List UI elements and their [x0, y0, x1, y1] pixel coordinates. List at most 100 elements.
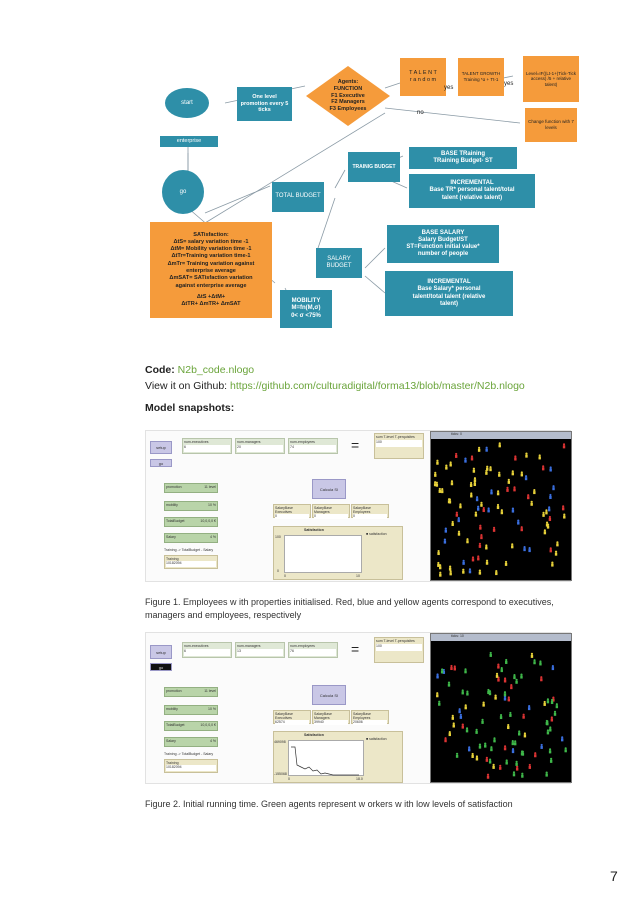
go-button[interactable]: go [150, 459, 172, 467]
change-function-label: Change function with 7 levels [528, 119, 574, 130]
level-box: Level=IF((Lt-1+(Tick-Tick access) /5 + r… [523, 56, 579, 102]
satisfaction-line: ΔmTr= Training variation against [167, 260, 255, 267]
calcula-label: Calcula SI [319, 692, 339, 698]
agent-person [478, 743, 482, 749]
talent-random-line: T A L E N T [409, 70, 437, 77]
agent-person [548, 515, 552, 522]
agent-person [498, 442, 501, 448]
sum-monitor-value: 100 [376, 644, 422, 651]
sum-monitor-label: sum T-level T-perquisites [376, 639, 415, 643]
salary-monitor-label: SalaryBase Executives [275, 712, 293, 720]
agent-person [534, 752, 537, 758]
slider[interactable]: promotion 11 level [164, 483, 218, 493]
satisfaction-line: ΔtTr=Training variation time-1 [171, 253, 251, 260]
num-executives-input[interactable]: num-executives 6 [182, 642, 232, 658]
training-monitor: Training 10182094 [164, 759, 218, 773]
plot-area [284, 535, 362, 573]
github-label: View it on Github: [145, 380, 228, 392]
agent-person [467, 746, 471, 752]
agent-person [452, 722, 455, 728]
agent-person [485, 469, 488, 475]
incremental-training-line: Base TR* personal talent/total [429, 187, 515, 194]
training-note: Training -> TotalBudget - Salary [164, 752, 214, 756]
go-node: go [162, 170, 204, 214]
plot-xmin: 0 [284, 574, 286, 578]
plot-title: Satisfaction [304, 733, 324, 737]
agent-person [555, 703, 559, 709]
setup-button[interactable]: setup [150, 441, 172, 454]
world-view[interactable]: ticks: 10 [430, 633, 572, 783]
agent-person [507, 723, 510, 730]
base-salary-line: ST=Function initial value* [406, 244, 480, 250]
agent-person [495, 569, 498, 576]
agent-person [550, 716, 554, 722]
num-executives-input[interactable]: num-executives 6 [182, 438, 232, 454]
mobility-box: MOBILITY M=fn(M,σ) 0< σ <75% [280, 290, 332, 328]
slider[interactable]: TotalBudget 10,0,0,0 € [164, 517, 218, 527]
agent-person [464, 457, 467, 463]
agents-line: F3 Employees [329, 106, 367, 113]
code-file-link[interactable]: N2b_code.nlogo [177, 364, 255, 376]
slider[interactable]: mobility 10 % [164, 501, 218, 511]
incremental-training-box: INCREMENTAL Base TR* personal talent/tot… [409, 174, 535, 208]
salary-monitor-value: 39940 [314, 720, 348, 725]
agent-person [455, 752, 459, 758]
agent-person [556, 541, 559, 547]
num-employees-input[interactable]: num-employees 76 [288, 642, 338, 658]
agent-person [476, 505, 480, 511]
world-view[interactable]: ticks: 0 [430, 431, 572, 581]
agent-person [454, 452, 458, 458]
satisfaction-line: ΔmSAT= SATisfaction variation [169, 275, 253, 282]
training-budget-box: TRAINIG BUDGET [348, 152, 400, 182]
agent-person [478, 569, 482, 575]
github-link[interactable]: https://github.com/culturadigital/forma1… [230, 380, 525, 392]
input-label: num-employees [290, 644, 315, 648]
slider[interactable]: mobility 10 % [164, 705, 218, 715]
agent-person [494, 694, 497, 700]
agent-person [548, 748, 552, 754]
agent-person [448, 730, 451, 737]
agent-person [475, 728, 478, 734]
agent-person [546, 523, 550, 529]
netlogo-snapshot-2: setup go num-executives 6 num-managers 1… [145, 632, 572, 784]
slider[interactable]: Salary 4 % [164, 533, 218, 543]
agent-person [462, 559, 465, 565]
agent-person [543, 700, 546, 706]
incremental-training-line: talent (relative talent) [441, 194, 503, 201]
agent-person [498, 471, 501, 477]
agent-person [515, 765, 519, 771]
slider[interactable]: promotion 11 level [164, 687, 218, 697]
agent-person [505, 759, 508, 765]
agent-person [530, 500, 533, 506]
num-employees-input[interactable]: num-employees 74 [288, 438, 338, 454]
agent-person [457, 517, 460, 523]
setup-button[interactable]: setup [150, 645, 172, 659]
go-button[interactable]: go [150, 663, 172, 671]
training-note: Training -> TotalBudget - Salary [164, 548, 214, 552]
salary-budget-box: SALARY BUDGET [316, 248, 362, 278]
slider[interactable]: Salary 4 % [164, 737, 218, 747]
agent-person [477, 555, 480, 561]
agent-person [550, 698, 554, 705]
num-managers-input[interactable]: num-managers 20 [235, 438, 285, 454]
no-label: no [417, 110, 424, 116]
agent-person [511, 507, 515, 513]
go-button-label: go [158, 664, 164, 670]
salary-monitor-value: 62574 [275, 720, 309, 725]
agent-person [482, 701, 485, 707]
agent-person [543, 529, 547, 535]
satisfaction-line: against enterprise average [175, 282, 247, 289]
change-function-box: Change function with 7 levels [525, 108, 577, 142]
plot-xmin: 0 [288, 777, 290, 781]
slider-label: TotalBudget [166, 723, 185, 727]
agent-person [549, 547, 552, 553]
num-managers-input[interactable]: num-managers 13 [235, 642, 285, 658]
slider[interactable]: TotalBudget 10,0,0,0 € [164, 721, 218, 731]
agent-person [552, 485, 555, 491]
calcula-label: Calcula SI [319, 486, 339, 492]
incremental-training-text: INCREMENTAL Base TR* personal talent/tot… [429, 180, 514, 202]
incremental-training-line: INCREMENTAL [450, 180, 494, 187]
calcula-button[interactable]: Calcula SI [312, 479, 346, 499]
agent-person [505, 658, 508, 664]
calcula-button[interactable]: Calcula SI [312, 685, 346, 705]
